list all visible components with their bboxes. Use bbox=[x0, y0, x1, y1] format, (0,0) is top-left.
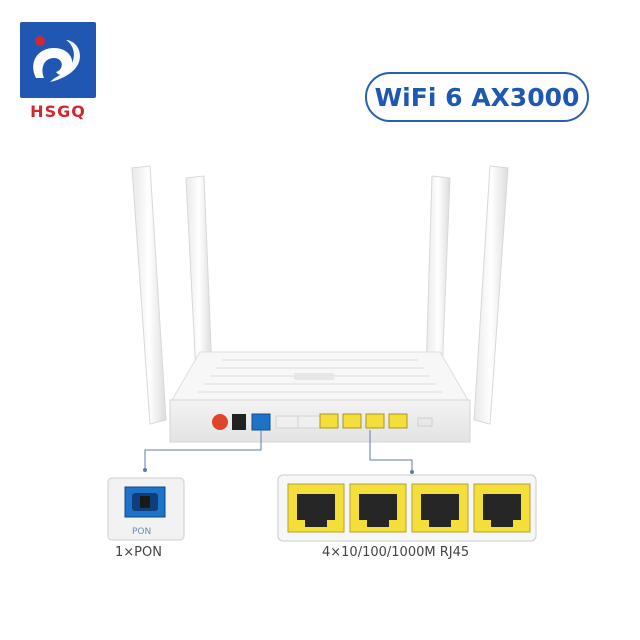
pon-caption: 1×PON bbox=[115, 545, 162, 560]
lan-ports-row bbox=[319, 413, 408, 429]
antenna-right-outer bbox=[473, 165, 509, 425]
rj45-port-3 bbox=[411, 483, 469, 533]
callout-lines bbox=[144, 430, 413, 472]
pon-port-label: PON bbox=[132, 527, 152, 537]
logo-emblem bbox=[20, 22, 96, 98]
rj45-callout bbox=[277, 474, 537, 542]
logo-swirl-icon bbox=[33, 36, 80, 82]
rj45-port-4 bbox=[473, 483, 531, 533]
power-button-icon bbox=[212, 414, 228, 430]
device-logo-plate bbox=[294, 373, 334, 380]
pon-callout bbox=[107, 477, 185, 541]
router-body bbox=[169, 351, 471, 443]
antenna-left-outer bbox=[131, 165, 167, 425]
antenna-left-inner bbox=[185, 175, 213, 375]
brand-name: HSGQ bbox=[30, 102, 86, 121]
rj45-caption: 4×10/100/1000M RJ45 bbox=[322, 545, 470, 560]
rj45-port-2 bbox=[349, 483, 407, 533]
pon-port-icon bbox=[251, 413, 271, 431]
antenna-right-inner bbox=[425, 175, 451, 375]
wifi-spec-badge: WiFi 6 AX3000 bbox=[365, 72, 589, 122]
power-jack-icon bbox=[232, 414, 246, 430]
usb-port-icon bbox=[417, 417, 433, 427]
brand-logo: HSGQ bbox=[20, 22, 96, 122]
rj45-port-1 bbox=[287, 483, 345, 533]
